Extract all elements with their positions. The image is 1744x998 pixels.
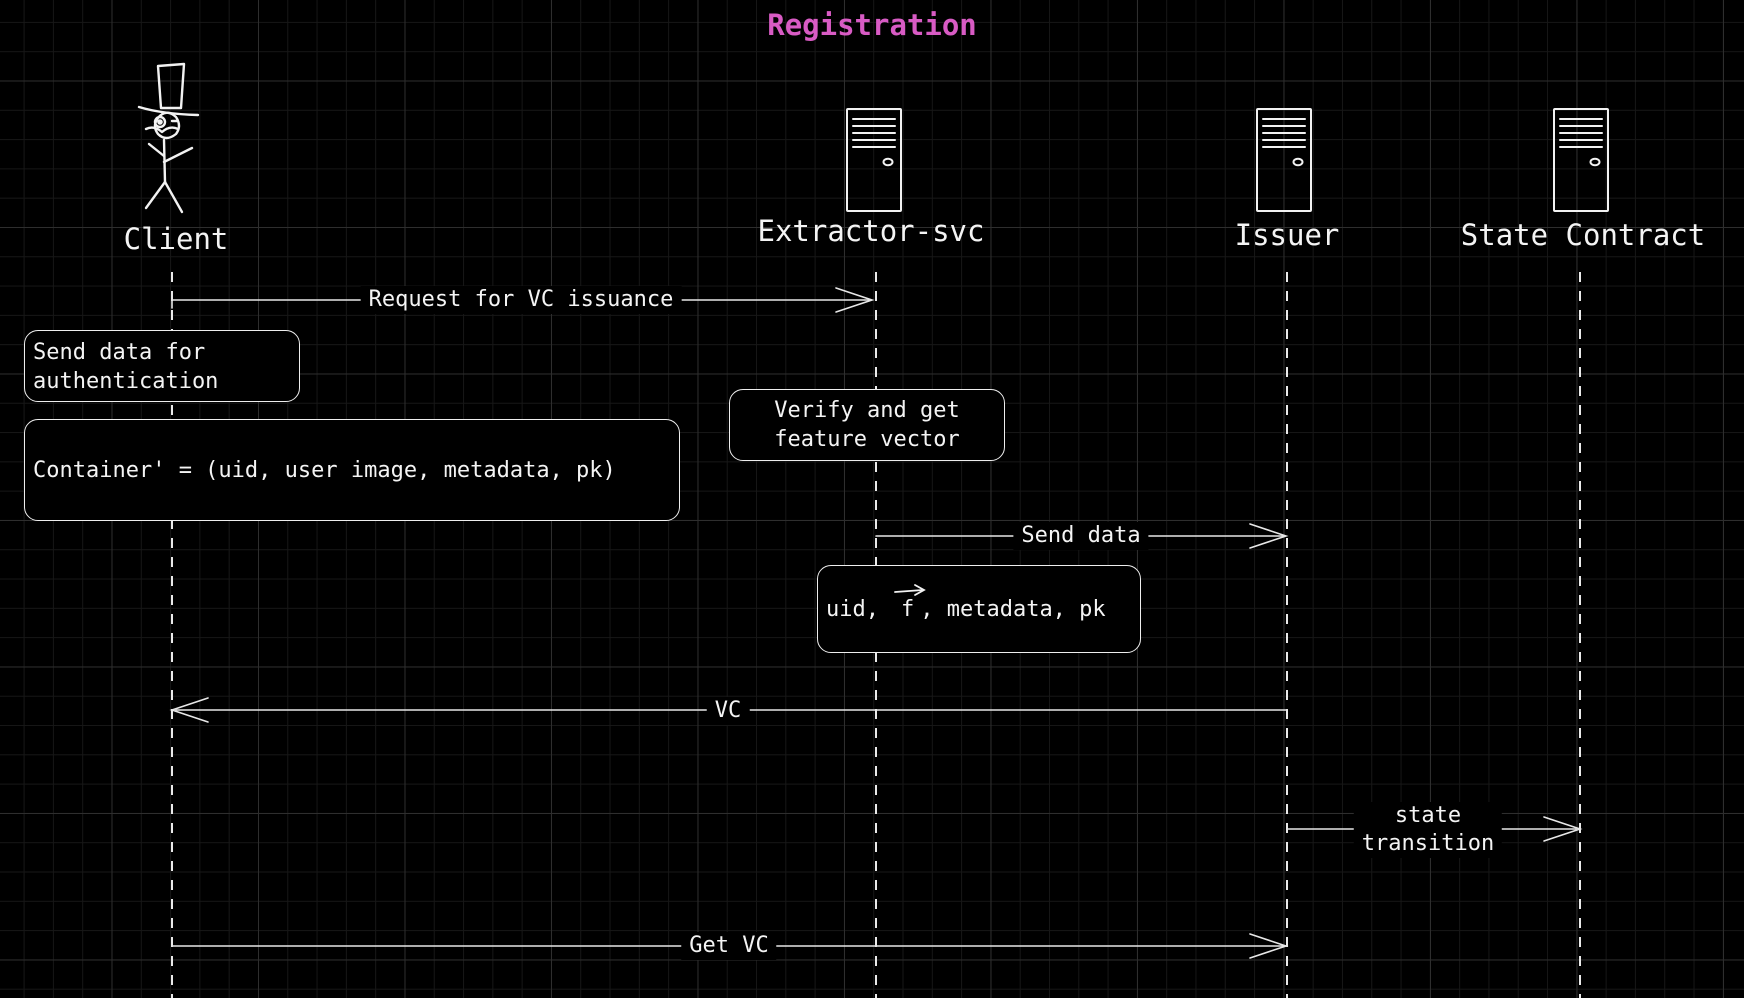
note-container: Container' = (uid, user image, metadata,…	[24, 419, 680, 521]
server-icon	[846, 108, 902, 212]
participant-label-state-contract: State Contract	[1460, 218, 1706, 252]
vector-arrow-icon	[894, 583, 926, 596]
payload-rest: , metadata, pk	[920, 596, 1106, 622]
note-line: authentication	[33, 369, 219, 394]
note-send-data-for-authentication: Send data for authentication	[24, 330, 300, 402]
participant-label-extractor-svc: Extractor-svc	[757, 214, 985, 248]
participant-label-issuer: Issuer	[1234, 218, 1340, 252]
message-label-state-transition: state transition	[1353, 802, 1503, 858]
note-verify-feature-vector: Verify and get feature vector	[729, 389, 1005, 461]
diagram-title: Registration	[767, 8, 977, 42]
message-label-state: state	[1394, 803, 1462, 828]
payload-feature-vector: f	[894, 583, 926, 624]
note-line: Verify and get	[774, 398, 960, 423]
note-container-text: Container' = (uid, user image, metadata,…	[33, 457, 616, 483]
server-icon	[1256, 108, 1312, 212]
message-label-transition: transition	[1361, 831, 1495, 856]
payload-f: f	[900, 596, 915, 622]
note-line: feature vector	[774, 427, 960, 452]
payload-uid: uid,	[826, 596, 879, 622]
participant-label-client: Client	[123, 222, 229, 256]
note-line: Send data for	[33, 340, 206, 365]
server-icon	[1553, 108, 1609, 212]
message-label-send-data: Send data	[1013, 522, 1149, 550]
message-label-vc: VC	[706, 697, 750, 725]
message-label-get-vc: Get VC	[681, 932, 777, 960]
message-label-request-vc: Request for VC issuance	[360, 286, 682, 314]
stick-figure-top-hat-icon	[137, 62, 200, 214]
note-payload: uid, f , metadata, pk	[817, 565, 1141, 653]
